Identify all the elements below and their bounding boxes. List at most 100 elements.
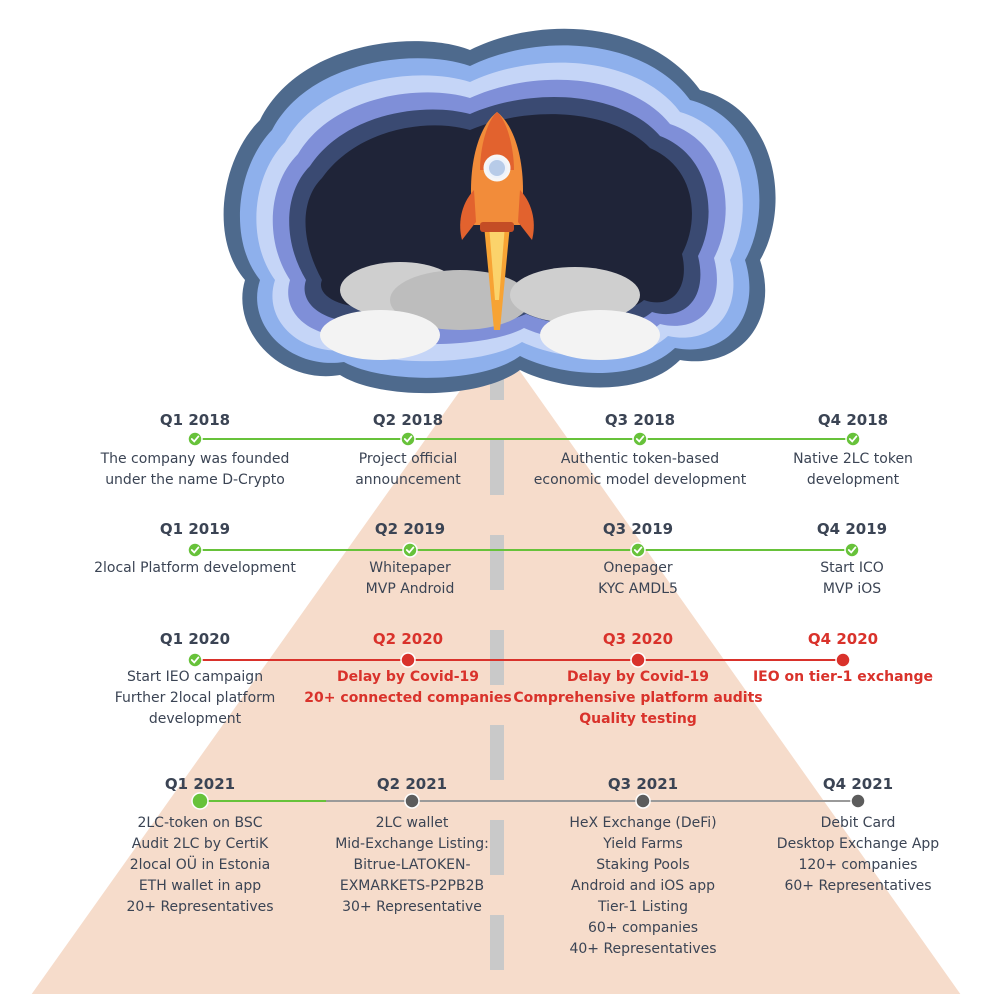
cloud-portal <box>223 28 776 394</box>
milestone-marker <box>844 542 860 558</box>
milestone-line: announcement <box>355 472 461 488</box>
milestone-marker <box>404 793 420 809</box>
milestone-line: HeX Exchange (DeFi) <box>569 815 717 831</box>
milestone-line: 20+ connected companies <box>304 690 512 706</box>
check-icon <box>403 435 413 443</box>
milestone-description: 2LC-token on BSC Audit 2LC by CertiK 2loca… <box>126 813 273 918</box>
milestone-marker <box>402 542 418 558</box>
quarter-label: Q3 2020 <box>602 630 674 648</box>
milestone-line: development <box>806 472 900 488</box>
milestone-description: IEO on tier-1 exchange <box>753 667 933 688</box>
milestone-marker <box>400 431 416 447</box>
milestone-line: Android and iOS app <box>571 878 715 894</box>
quarter-label: Q2 2019 <box>374 520 446 538</box>
quarter-label: Q1 2018 <box>159 411 231 429</box>
milestone-description: Start ICO MVP iOS <box>820 558 884 600</box>
milestone-marker <box>187 542 203 558</box>
milestone-line: Audit 2LC by CertiK <box>131 836 269 852</box>
milestone-line: MVP Android <box>365 581 455 597</box>
quarter-label: Q4 2019 <box>816 520 888 538</box>
check-icon <box>190 435 200 443</box>
milestone-line: IEO on tier-1 exchange <box>752 669 934 685</box>
milestone-line: 20+ Representatives <box>126 899 274 915</box>
quarter-label: Q4 2018 <box>817 411 889 429</box>
milestone-line: 30+ Representative <box>342 899 482 915</box>
quarter-label: Q3 2019 <box>602 520 674 538</box>
milestone-marker <box>632 431 648 447</box>
milestone-line: development <box>148 711 242 727</box>
milestone-line: Native 2LC token <box>793 451 913 467</box>
quarter-label: Q1 2020 <box>159 630 231 648</box>
milestone-line: Debit Card <box>820 815 896 831</box>
milestone-line: Whitepaper <box>369 560 451 576</box>
milestone-marker <box>191 792 209 810</box>
road <box>15 321 977 999</box>
milestone-marker <box>635 793 651 809</box>
check-icon <box>633 546 643 554</box>
milestone-marker <box>845 431 861 447</box>
quarter-label: Q1 2021 <box>164 775 236 793</box>
milestone-line: 40+ Representatives <box>569 941 717 957</box>
milestone-line: Staking Pools <box>596 857 690 873</box>
milestone-line: economic model development <box>533 472 747 488</box>
milestone-line: ETH wallet in app <box>138 878 262 894</box>
milestone-line: Quality testing <box>579 711 697 727</box>
quarter-label: Q4 2021 <box>822 775 894 793</box>
milestone-line: Delay by Covid-19 <box>336 669 480 685</box>
quarter-label: Q4 2020 <box>807 630 879 648</box>
milestone-line: 2LC wallet <box>375 815 449 831</box>
milestone-line: 60+ Representatives <box>784 878 932 894</box>
milestone-line: Yield Farms <box>603 836 683 852</box>
milestone-description: Authentic token-based economic model deve… <box>534 449 746 491</box>
timeline-layer <box>187 431 866 810</box>
milestone-line: EXMARKETS-P2PB2B <box>339 878 485 894</box>
rocket-icon <box>460 112 534 330</box>
milestone-marker <box>850 793 866 809</box>
milestone-description: Delay by Covid-19 20+ connected companies <box>304 667 511 709</box>
check-icon <box>190 656 200 664</box>
milestone-line: Bitrue-LATOKEN- <box>353 857 471 873</box>
milestone-line: Start IEO campaign <box>126 669 264 685</box>
check-icon <box>635 435 645 443</box>
milestone-line: The company was founded <box>100 451 290 467</box>
milestone-line: Further 2local platform <box>114 690 276 706</box>
quarter-label: Q2 2020 <box>372 630 444 648</box>
milestone-line: Start ICO <box>820 560 884 576</box>
milestone-line: 2local Platform development <box>94 560 296 576</box>
milestone-line: Authentic token-based <box>560 451 720 467</box>
milestone-line: 60+ companies <box>587 920 699 936</box>
milestone-line: Mid-Exchange Listing: <box>335 836 489 852</box>
milestone-marker <box>187 431 203 447</box>
check-icon <box>190 546 200 554</box>
quarter-label: Q2 2021 <box>376 775 448 793</box>
milestone-line: Project official <box>358 451 458 467</box>
milestone-description: The company was founded under the name D-… <box>101 449 290 491</box>
milestone-description: Native 2LC token development <box>793 449 913 491</box>
milestone-line: MVP iOS <box>822 581 882 597</box>
milestone-description: 2local Platform development <box>94 558 296 579</box>
milestone-line: Delay by Covid-19 <box>566 669 710 685</box>
milestone-line: under the name D-Crypto <box>105 472 285 488</box>
milestone-line: Onepager <box>603 560 673 576</box>
quarter-label: Q3 2018 <box>604 411 676 429</box>
check-icon <box>847 546 857 554</box>
quarter-label: Q2 2018 <box>372 411 444 429</box>
milestone-line: 120+ companies <box>798 857 918 873</box>
milestone-line: 2local OÜ in Estonia <box>129 857 271 873</box>
quarter-label: Q1 2019 <box>159 520 231 538</box>
check-icon <box>848 435 858 443</box>
milestone-description: Project official announcement <box>355 449 461 491</box>
milestone-line: 2LC-token on BSC <box>137 815 263 831</box>
milestone-line: Tier-1 Listing <box>597 899 688 915</box>
milestone-marker <box>630 542 646 558</box>
milestone-line: Comprehensive platform audits <box>513 690 763 706</box>
milestone-line: Desktop Exchange App <box>776 836 940 852</box>
